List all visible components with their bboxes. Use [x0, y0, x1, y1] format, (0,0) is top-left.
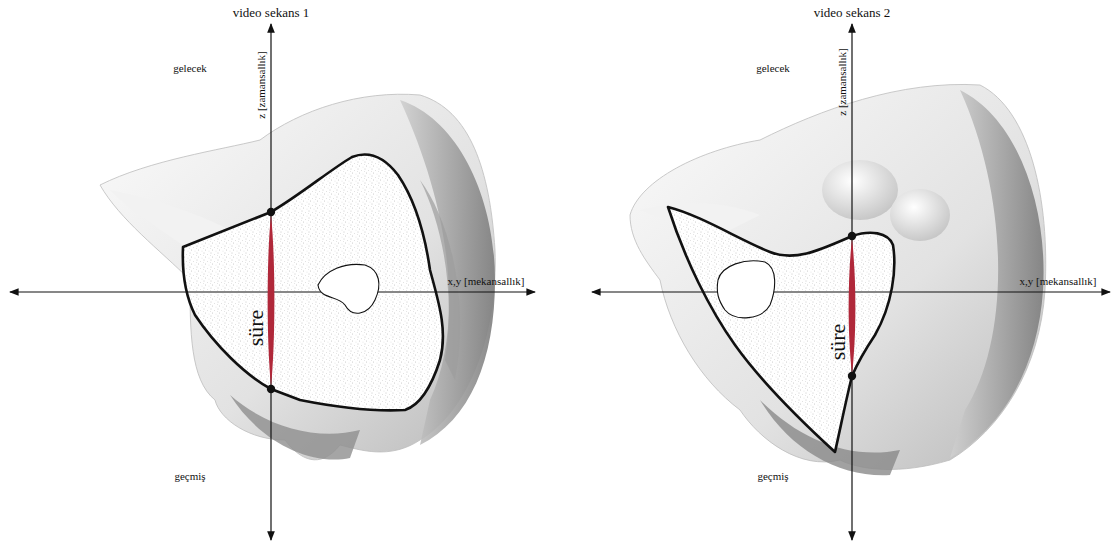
region-outline — [176, 148, 466, 418]
axis-end-label: geçmiş — [757, 471, 788, 482]
stippled-region: süre — [176, 148, 466, 418]
boundary-dot — [267, 385, 275, 393]
boundary-dot — [848, 232, 856, 240]
duration-label: süre — [827, 324, 849, 361]
axis-label: x,y [mekansallık] — [1020, 276, 1097, 287]
axis-end-label: geçmiş — [174, 471, 205, 482]
axis-end-label: gelecek — [173, 63, 207, 74]
duration-label: süre — [245, 310, 267, 347]
panel-title: video sekans 1 — [233, 6, 310, 19]
axis-label: x,y [mekansallık] — [448, 276, 525, 287]
region-border — [668, 207, 894, 452]
region-border — [183, 154, 443, 410]
duration-bar — [268, 214, 275, 387]
boundary-dot — [848, 372, 856, 380]
inner-hole — [318, 264, 379, 313]
axis — [10, 24, 1110, 540]
boundary-dot — [267, 208, 275, 216]
stippled-region: süre — [660, 200, 904, 460]
panel-title: video sekans 2 — [814, 6, 891, 19]
region-fill — [183, 154, 443, 410]
axis-end-label: gelecek — [756, 63, 790, 74]
duration-bar — [849, 238, 856, 374]
inner-hole — [717, 261, 774, 318]
region-fill — [668, 207, 894, 452]
axis-label: z [zamansallık] — [837, 48, 848, 116]
grey-surface — [100, 84, 1046, 475]
region-outline — [660, 200, 904, 460]
axis-label: z [zamansallık] — [256, 51, 267, 119]
